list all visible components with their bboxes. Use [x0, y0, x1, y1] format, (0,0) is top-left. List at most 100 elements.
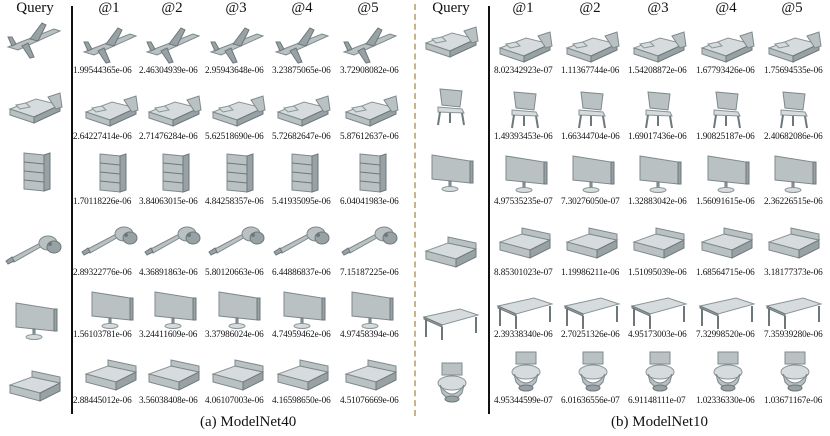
distance-value: 1.49393453e-06 [494, 131, 553, 141]
bookshelf-result-icon [340, 150, 400, 194]
guitar-result-icon [207, 216, 267, 260]
chair-result-icon [696, 86, 756, 130]
toilet-result-icon [696, 348, 756, 392]
bookshelf-result-icon [80, 150, 140, 194]
rank-header-right-2: @2 [579, 0, 601, 16]
toilet-result-icon [763, 348, 823, 392]
distance-value: 2.88445012e-06 [73, 395, 132, 405]
bookshelf-result-icon [143, 150, 203, 194]
query-shape-bed-icon [420, 16, 480, 62]
airplane-result-icon [207, 22, 267, 66]
distance-value: 4.84258357e-06 [205, 196, 264, 206]
query-shape-sofa-icon [420, 224, 480, 270]
distance-value: 6.91148111e-07 [628, 395, 686, 405]
distance-value: 3.23875065e-06 [272, 65, 331, 75]
distance-value: 1.02336330e-06 [696, 395, 755, 405]
distance-value: 1.75694535e-06 [764, 65, 823, 75]
distance-value: 3.72908082e-06 [340, 65, 399, 75]
distance-value: 1.69017436e-06 [628, 131, 687, 141]
left-query-separator [71, 6, 73, 414]
sofa-result-icon [561, 216, 621, 260]
sofa-result-icon [143, 348, 203, 392]
sofa-result-icon [628, 216, 688, 260]
distance-value: 1.54208872e-06 [628, 65, 687, 75]
sofa-result-icon [696, 216, 756, 260]
query-header-right: Query [432, 0, 470, 16]
bed-result-icon [561, 22, 621, 66]
distance-value: 3.24411609e-06 [139, 329, 198, 339]
airplane-result-icon [340, 22, 400, 66]
airplane-result-icon [272, 22, 332, 66]
distance-value: 1.03671167e-06 [764, 395, 823, 405]
query-shape-bookshelf-icon [4, 148, 64, 194]
toilet-result-icon [628, 348, 688, 392]
distance-value: 1.32883042e-06 [628, 196, 687, 206]
distance-value: 3.84063015e-06 [139, 196, 198, 206]
airplane-result-icon [80, 22, 140, 66]
rank-header-left-3: @3 [225, 0, 247, 16]
caption-modelnet40: (a) ModelNet40 [200, 414, 297, 430]
distance-value: 2.70251326e-06 [561, 329, 620, 339]
rank-header-left-4: @4 [291, 0, 313, 16]
bed-result-icon [628, 22, 688, 66]
rank-header-left-2: @2 [161, 0, 183, 16]
sofa-result-icon [763, 216, 823, 260]
distance-value: 2.64227414e-06 [73, 131, 132, 141]
table-result-icon [628, 286, 688, 330]
distance-value: 2.95943648e-06 [205, 65, 264, 75]
sofa-result-icon [80, 348, 140, 392]
monitor-result-icon [80, 286, 140, 330]
distance-value: 1.68564715e-06 [696, 267, 755, 277]
query-shape-toilet-icon [420, 358, 480, 404]
distance-value: 4.95173003e-06 [628, 329, 687, 339]
table-result-icon [494, 286, 554, 330]
query-shape-bed-icon [4, 82, 64, 128]
bed-result-icon [207, 86, 267, 130]
distance-value: 5.72682647e-06 [272, 131, 331, 141]
guitar-result-icon [272, 216, 332, 260]
distance-value: 4.16598650e-06 [272, 395, 331, 405]
chair-result-icon [561, 86, 621, 130]
distance-value: 3.37986024e-06 [205, 329, 264, 339]
distance-value: 3.56038408e-06 [139, 395, 198, 405]
rank-header-right-3: @3 [647, 0, 669, 16]
panel-divider [414, 4, 416, 416]
distance-value: 2.89322776e-06 [73, 267, 132, 277]
bookshelf-result-icon [207, 150, 267, 194]
bed-result-icon [272, 86, 332, 130]
query-shape-guitar-icon [4, 224, 64, 270]
distance-value: 6.04041983e-06 [340, 196, 399, 206]
distance-value: 7.35939280e-06 [764, 329, 823, 339]
sofa-result-icon [207, 348, 267, 392]
distance-value: 2.71476284e-06 [139, 131, 198, 141]
monitor-result-icon [561, 150, 621, 194]
rank-header-right-4: @4 [715, 0, 737, 16]
sofa-result-icon [494, 216, 554, 260]
distance-value: 1.66344704e-06 [561, 131, 620, 141]
query-shape-monitor-icon [420, 148, 480, 194]
distance-value: 7.32998520e-06 [696, 329, 755, 339]
distance-value: 4.36891863e-06 [139, 267, 198, 277]
distance-value: 1.56091615e-06 [696, 196, 755, 206]
sofa-result-icon [340, 348, 400, 392]
airplane-result-icon [143, 22, 203, 66]
query-shape-table-icon [420, 296, 480, 342]
distance-value: 5.87612637e-06 [340, 131, 399, 141]
query-shape-chair-icon [420, 82, 480, 128]
toilet-result-icon [494, 348, 554, 392]
table-result-icon [561, 286, 621, 330]
bed-result-icon [763, 22, 823, 66]
table-result-icon [763, 286, 823, 330]
distance-value: 1.70118226e-06 [73, 196, 132, 206]
bed-result-icon [494, 22, 554, 66]
distance-value: 4.97535235e-07 [494, 196, 553, 206]
distance-value: 1.67793426e-06 [696, 65, 755, 75]
distance-value: 8.02342923e-07 [494, 65, 553, 75]
distance-value: 5.80120663e-06 [205, 267, 264, 277]
distance-value: 2.36226515e-06 [764, 196, 823, 206]
distance-value: 1.51095039e-06 [628, 267, 687, 277]
bed-result-icon [143, 86, 203, 130]
distance-value: 5.41935095e-06 [272, 196, 331, 206]
distance-value: 4.06107003e-06 [205, 395, 264, 405]
right-query-separator [488, 6, 490, 414]
